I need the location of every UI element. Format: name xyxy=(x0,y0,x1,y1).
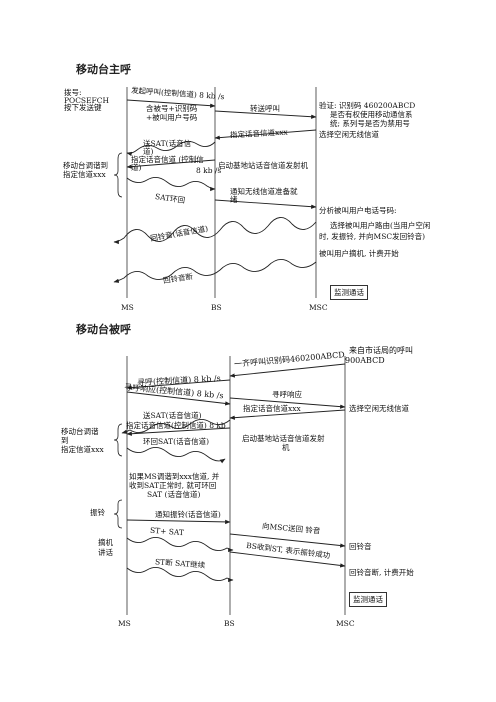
msg-send-sat: 送SAT(话音信 xyxy=(143,139,192,148)
note-line-1: 如果MS调谐到xxx信道, 并 xyxy=(129,472,220,481)
msg-loop-sat: 环回SAT(话音信道) xyxy=(143,437,209,446)
start-tx2-line-1: 启动基地站话音信道发射 xyxy=(242,434,325,443)
msg-assign-voice: 指定话音信道 (控制信 xyxy=(131,155,204,164)
msg-forward-call: 转送呼叫 xyxy=(250,104,280,113)
section2-brace xyxy=(113,423,123,457)
route-line-1: 选择被叫用户路由(当用户空闲 xyxy=(330,221,431,230)
msg-send-sat-2: 道) xyxy=(143,147,154,156)
note-line-2: 收到SAT正常时, 就可环回 xyxy=(129,481,217,490)
msg-assign-voice-2: 道) xyxy=(131,163,142,172)
msg-notify-ring: 通知振铃(话音信道) xyxy=(155,510,221,519)
arrow-assign-channel-2 xyxy=(229,409,346,420)
start-tx: 启动基地站话音信道发射机 xyxy=(218,161,308,170)
tuned-line-1: 移动台调谐到 xyxy=(63,161,108,170)
dial-sub: POCSEFCH xyxy=(64,96,110,105)
msg-notify-ready-2: 绪 xyxy=(230,195,238,204)
ring-brace xyxy=(113,499,123,529)
arrow-page-response-2 xyxy=(229,397,346,409)
offhook-line-1: 摘机 xyxy=(98,538,113,547)
ringback-off-billing: 回铃音断, 计费开始 xyxy=(349,568,414,577)
arrow-to-msc-ring xyxy=(229,533,346,548)
msg-assign-channel-2: 指定话音信道xxx xyxy=(243,404,301,413)
tuned2-line-1: 移动台调谐 xyxy=(61,427,99,436)
msg-origin-detail-1: 含被号+识别码 xyxy=(146,104,198,113)
arrow-page xyxy=(126,379,231,390)
verify-line-2: 是否有权使用移动通信系 xyxy=(330,110,413,119)
ringing-label: 振铃 xyxy=(90,508,105,517)
arrow-loop-sat xyxy=(126,447,226,464)
verify-line-3: 统; 系列号是否为禁用号 xyxy=(330,119,410,128)
arrow-ringback-off xyxy=(113,259,317,283)
rate-8kbs: 8 kb /s xyxy=(196,166,222,175)
route-line-2: 时, 发振铃, 并向MSC发回铃音) xyxy=(319,232,426,241)
msg-send-sat-2: 送SAT(话音信道) xyxy=(143,411,202,420)
arrow-page-all xyxy=(229,363,346,378)
arrow-page-response xyxy=(126,391,231,406)
tuned2-line-2: 到 xyxy=(61,436,69,445)
arrow-st-sat xyxy=(126,537,234,553)
arrow-forward-call xyxy=(214,110,317,119)
answer-billing: 被叫用户摘机, 计费开始 xyxy=(319,249,399,258)
verify-line-1: 验证: 识别码 460200ABCD xyxy=(319,101,416,110)
arrow-send-sat xyxy=(126,141,216,157)
start-tx2-line-2: 机 xyxy=(282,443,290,452)
select-channel-2: 选择空闲无线信道 xyxy=(349,404,409,413)
arrow-notify-ready xyxy=(214,199,317,209)
msg-page-response-2: 寻呼响应 xyxy=(272,390,302,399)
incoming-line-2: 900ABCD xyxy=(345,356,385,365)
arrow-call-origin xyxy=(126,99,216,108)
arrow-sat-loop xyxy=(126,177,216,192)
arrow-notify-ring xyxy=(126,519,231,525)
tuned2-line-3: 指定信道xxx xyxy=(61,445,104,454)
dial-label: 拨号: xyxy=(64,88,82,97)
select-channel: 选择空闲无线信道 xyxy=(319,130,379,139)
msg-assign-voice-2: 指定话音信道(控制信道) 8 kb xyxy=(126,421,226,430)
arrow-assign-voice xyxy=(126,159,216,169)
analyze-number: 分析被叫用户电话号码: xyxy=(319,206,397,215)
section1-arrows xyxy=(113,99,317,283)
section1-brace xyxy=(113,152,123,198)
monitor-box-2: 监测通话 xyxy=(349,592,387,607)
lane-bs-2: BS xyxy=(224,619,235,628)
ringback-label: 回铃音 xyxy=(349,542,372,551)
incoming-line-1: 来自市话局的呼叫 xyxy=(349,346,413,355)
lane-ms-2: MS xyxy=(118,619,131,628)
arrow-assign-voice-2 xyxy=(126,427,231,436)
section2-title: 移动台被呼 xyxy=(76,323,131,336)
lane-ms-1: MS xyxy=(121,303,134,312)
send-key-label: 按下发送键 xyxy=(64,103,102,112)
arrow-bs-stop xyxy=(229,551,346,568)
monitor-box-1: 监测通话 xyxy=(330,285,368,300)
lane-bs-1: BS xyxy=(211,303,222,312)
offhook-line-2: 讲话 xyxy=(98,548,113,557)
note-line-3: SAT (话音信道) xyxy=(147,490,201,499)
section1-lifelines xyxy=(126,87,317,298)
section2-arrows xyxy=(121,363,346,583)
msg-origin-detail-2: +被叫用户号码 xyxy=(146,113,198,122)
arrow-assign-channel xyxy=(214,129,317,140)
arrow-ringback xyxy=(113,217,317,245)
tuned-line-2: 指定信道xxx xyxy=(63,170,106,179)
arrow-send-sat-2 xyxy=(121,419,231,434)
lane-msc-1: MSC xyxy=(309,303,328,312)
arrow-st-stop xyxy=(126,567,234,583)
section1-title: 移动台主呼 xyxy=(76,63,131,76)
msg-notify-ready-1: 通知无线信道准备就 xyxy=(230,187,298,196)
section2-lifelines xyxy=(126,356,346,615)
lane-msc-2: MSC xyxy=(336,619,355,628)
